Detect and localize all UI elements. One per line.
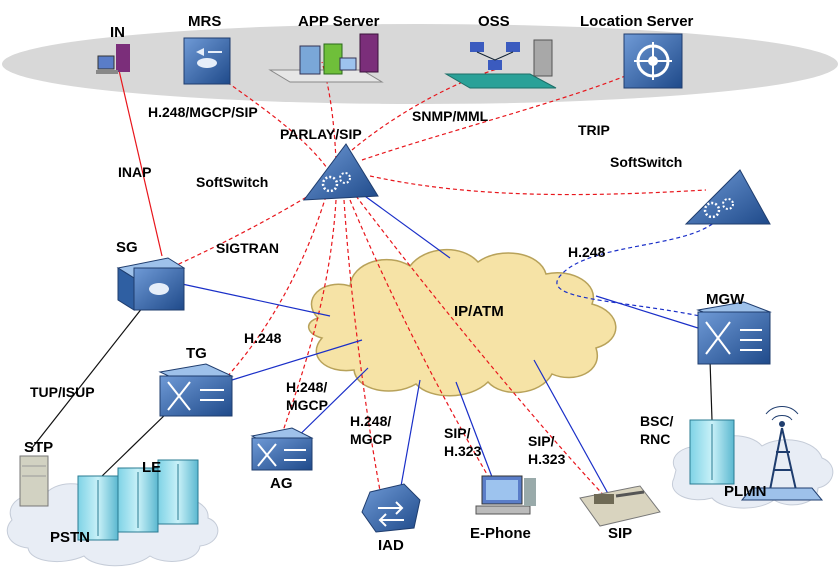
label-location-server: Location Server (580, 13, 694, 30)
label-sip-h323-sip: SIP/ H.323 (528, 433, 566, 467)
label-tup-isup: TUP/ISUP (30, 384, 95, 400)
iad-device-icon (361, 483, 421, 533)
label-softswitch-main: SoftSwitch (196, 174, 269, 190)
label-sigtran: SIGTRAN (216, 240, 279, 256)
label-h248-mgcp-ag: H.248/ MGCP (286, 379, 328, 413)
link-ss-sg (169, 189, 319, 269)
label-h248-right: H.248 (568, 244, 606, 260)
mrs-server-icon (183, 37, 231, 85)
le-exchange-icon (77, 459, 199, 541)
label-inap: INAP (118, 164, 152, 180)
mgw-gateway-icon (696, 301, 772, 365)
bsc-rnc-cabinet-icon (689, 419, 735, 485)
label-h248-tg: H.248 (244, 330, 282, 346)
link-mgw-bsc (709, 359, 713, 421)
ag-gateway-icon (250, 427, 314, 471)
label-iad: IAD (378, 537, 404, 554)
label-mrs: MRS (188, 13, 222, 30)
link-ss-ephone (349, 199, 501, 497)
label-pstn: PSTN (50, 529, 91, 546)
label-h248-mgcp-iad: H.248/ MGCP (350, 413, 392, 447)
label-sip-h323-ephone: SIP/ H.323 (444, 425, 482, 459)
softswitch-main-icon (302, 143, 379, 201)
link-ss-iad (343, 199, 385, 513)
label-mgw: MGW (706, 291, 745, 308)
label-app-server: APP Server (298, 13, 380, 30)
label-sg: SG (116, 239, 138, 256)
link-ss-tg (225, 195, 327, 379)
link-tg-cloud (231, 339, 363, 381)
in-workstation-icon (96, 44, 130, 74)
label-ip-atm: IP/ATM (454, 303, 504, 320)
label-tg: TG (186, 345, 207, 362)
link-ss-ag (279, 199, 337, 441)
link-mgw-cloud (595, 295, 699, 329)
link-sg-cloud (181, 283, 331, 317)
app-server-icon (268, 33, 384, 83)
label-sip-phone: SIP (608, 525, 633, 542)
label-in: IN (110, 24, 125, 41)
ip-atm-cloud (308, 249, 617, 397)
tg-gateway-icon (158, 363, 234, 417)
label-trip: TRIP (578, 122, 610, 138)
label-plmn: PLMN (724, 483, 767, 500)
link-ss-cloud (361, 193, 451, 259)
label-stp: STP (24, 439, 54, 456)
sip-phone-icon (579, 485, 661, 527)
link-sg-stp (31, 297, 151, 449)
link-ss-oss (351, 67, 501, 151)
link-ss-softswitch2 (369, 175, 707, 196)
link-ss2-mgw (556, 213, 723, 317)
stp-equipment-icon (19, 455, 49, 507)
link-tg-le (99, 409, 171, 479)
label-le: LE (142, 459, 162, 476)
sg-gateway-icon (116, 257, 186, 311)
label-oss: OSS (478, 13, 510, 30)
base-station-tower-icon (740, 406, 824, 501)
ephone-computer-icon (475, 475, 536, 515)
oss-network-icon (444, 39, 557, 89)
label-h248-mgcp-sip: H.248/MGCP/SIP (148, 104, 258, 120)
label-e-phone: E-Phone (470, 525, 531, 542)
location-server-icon (623, 33, 683, 89)
label-bsc-rnc: BSC/ RNC (640, 413, 674, 447)
label-ag: AG (270, 475, 293, 492)
label-snmp-mml: SNMP/MML (412, 108, 489, 124)
link-ss-location (361, 69, 641, 161)
link-ss-sip (355, 195, 615, 507)
link-in-sg (117, 65, 163, 257)
softswitch-right-icon (684, 169, 771, 225)
link-sip-cloud (533, 359, 617, 509)
label-parlay-sip: PARLAY/SIP (280, 126, 362, 142)
label-softswitch-right: SoftSwitch (610, 154, 683, 170)
